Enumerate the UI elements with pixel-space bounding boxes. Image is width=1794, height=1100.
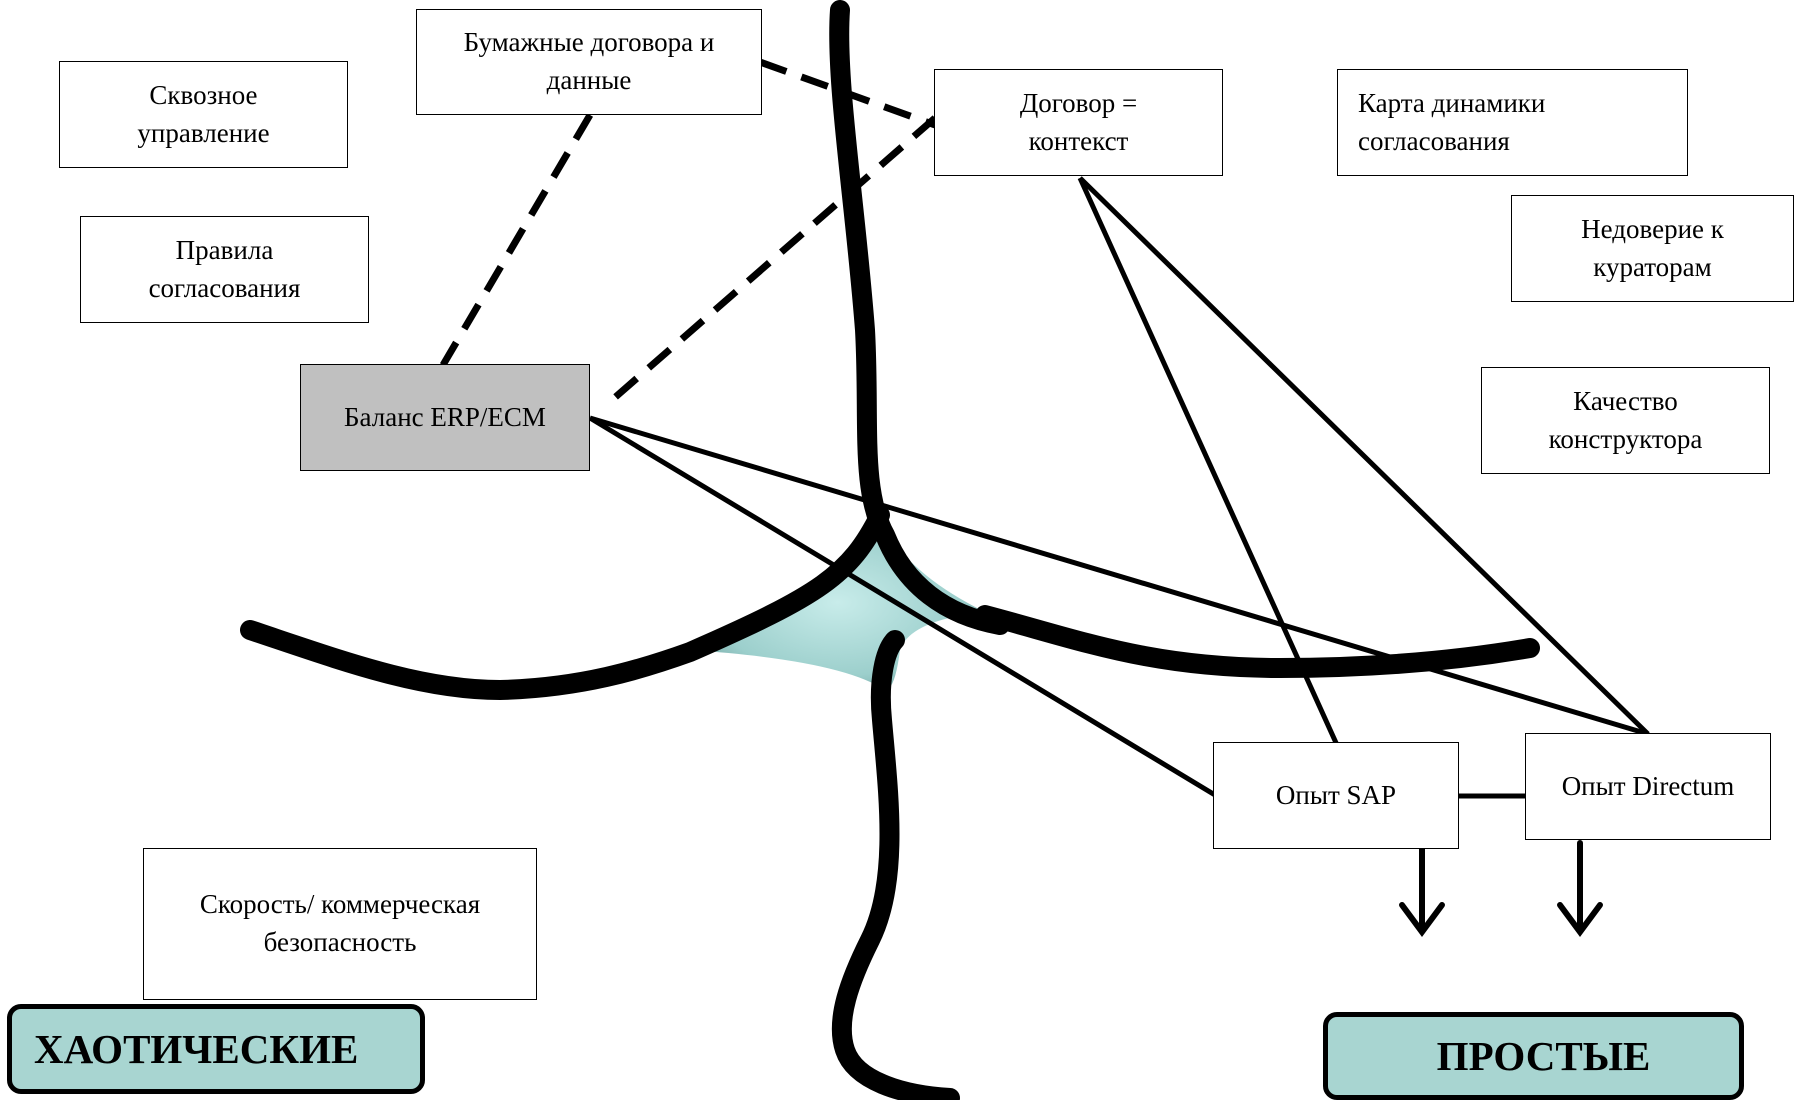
box-bumazhnye-dogovora: Бумажные договора и данные [416, 9, 762, 115]
dashed-bumazhnye-to-dogovor [758, 58, 937, 129]
box-karta-dinamiki: Карта динамики согласования [1337, 69, 1688, 176]
down-arrows [1399, 840, 1603, 938]
dashed-dogovor-to-balans [609, 115, 938, 403]
label-chaotic: ХАОТИЧЕСКИЕ [7, 1004, 425, 1094]
arrow-down-sap [1399, 845, 1445, 938]
box-dogovor-kontekst: Договор = контекст [934, 69, 1223, 176]
central-disorder-region [690, 515, 985, 690]
label-simple: ПРОСТЫЕ [1323, 1012, 1744, 1100]
box-balans-erp-ecm: Баланс ERP/ECM [300, 364, 590, 471]
arrow-down-directum [1557, 840, 1603, 938]
solid-connectors [588, 176, 1650, 799]
boundary-bottom [831, 630, 960, 1100]
line-dogovor-to-opyt-directum [1078, 176, 1650, 736]
box-opyt-sap: Опыт SAP [1213, 742, 1459, 849]
line-balans-to-opyt-sap [588, 415, 1217, 798]
box-pravila-soglasovaniya: Правила согласования [80, 216, 369, 323]
box-skorost-bezopasnost: Скорость/ коммерческая безопасность [143, 848, 537, 1000]
domain-boundaries [240, 0, 1540, 1100]
line-dogovor-to-opyt-sap [1077, 176, 1340, 747]
box-kachestvo-konstruktora: Качество конструктора [1481, 367, 1770, 474]
boundary-top-vertical [829, 0, 1010, 635]
box-opyt-directum: Опыт Directum [1525, 733, 1771, 840]
dashed-bumazhnye-to-balans [439, 113, 594, 367]
box-skvoznoe-upravlenie: Сквозное управление [59, 61, 348, 168]
box-nedoverie-kuratoram: Недоверие к кураторам [1511, 195, 1794, 302]
boundary-top-left [240, 505, 890, 701]
line-balans-to-opyt-directum [589, 415, 1649, 737]
dashed-connectors [439, 58, 938, 403]
boundary-right [975, 605, 1540, 679]
